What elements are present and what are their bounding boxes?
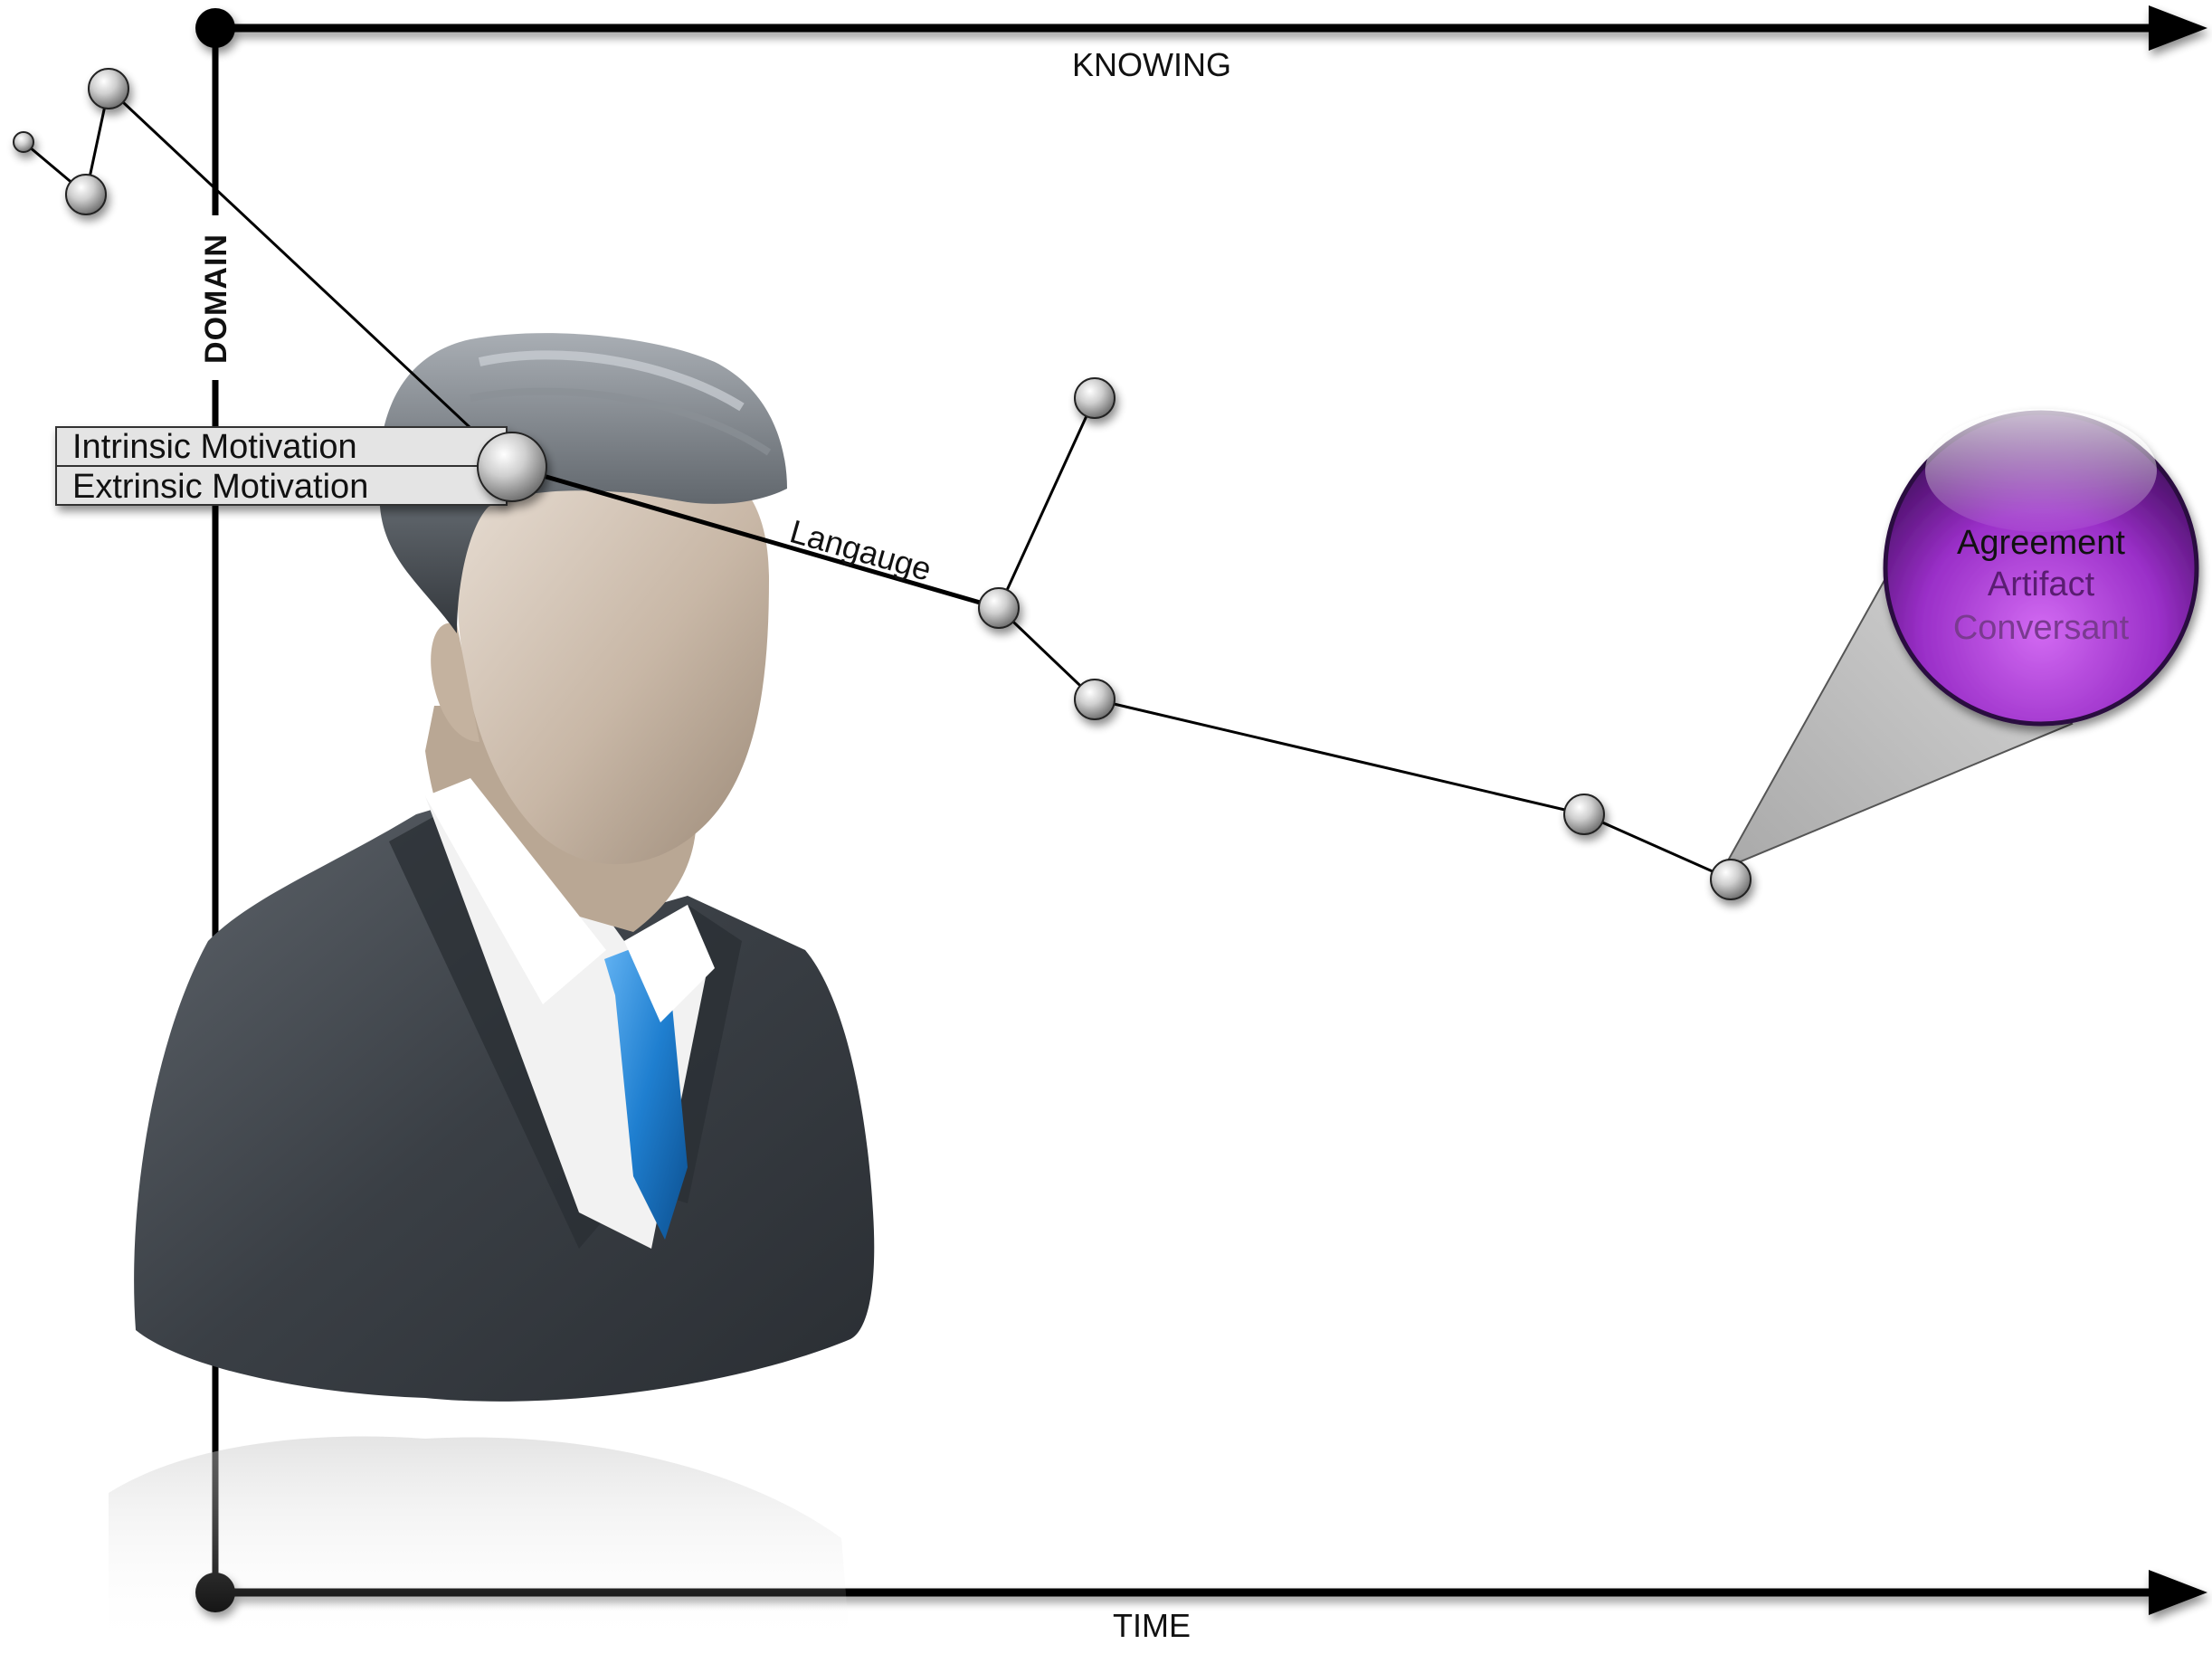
language-edge-label: Langauge	[786, 512, 935, 588]
time-axis-label: TIME	[1113, 1607, 1191, 1644]
bubble-conversant-text: Conversant	[1953, 609, 2130, 647]
domain-axis-label: DOMAIN	[199, 233, 233, 364]
intrinsic-motivation-label: Intrinsic Motivation	[72, 428, 357, 466]
node-small-left[interactable]	[14, 132, 33, 152]
node-branch-top[interactable]	[1075, 378, 1115, 418]
node-motivation[interactable]	[478, 433, 546, 501]
node-path-middle[interactable]	[1564, 794, 1604, 834]
person-reflection	[109, 1437, 850, 1650]
extrinsic-motivation-label: Extrinsic Motivation	[72, 468, 368, 506]
node-upper-left[interactable]	[89, 69, 128, 109]
node-language-junction[interactable]	[979, 588, 1019, 628]
bubble-agreement-text: Agreement	[1957, 524, 2125, 562]
bubble-artifact-text: Artifact	[1988, 566, 2095, 604]
node-branch-bottom[interactable]	[1075, 680, 1115, 719]
node-lower-left[interactable]	[66, 175, 106, 214]
node-path-end[interactable]	[1711, 860, 1751, 899]
knowing-axis	[195, 5, 2207, 51]
knowing-axis-label: KNOWING	[1072, 46, 1231, 83]
